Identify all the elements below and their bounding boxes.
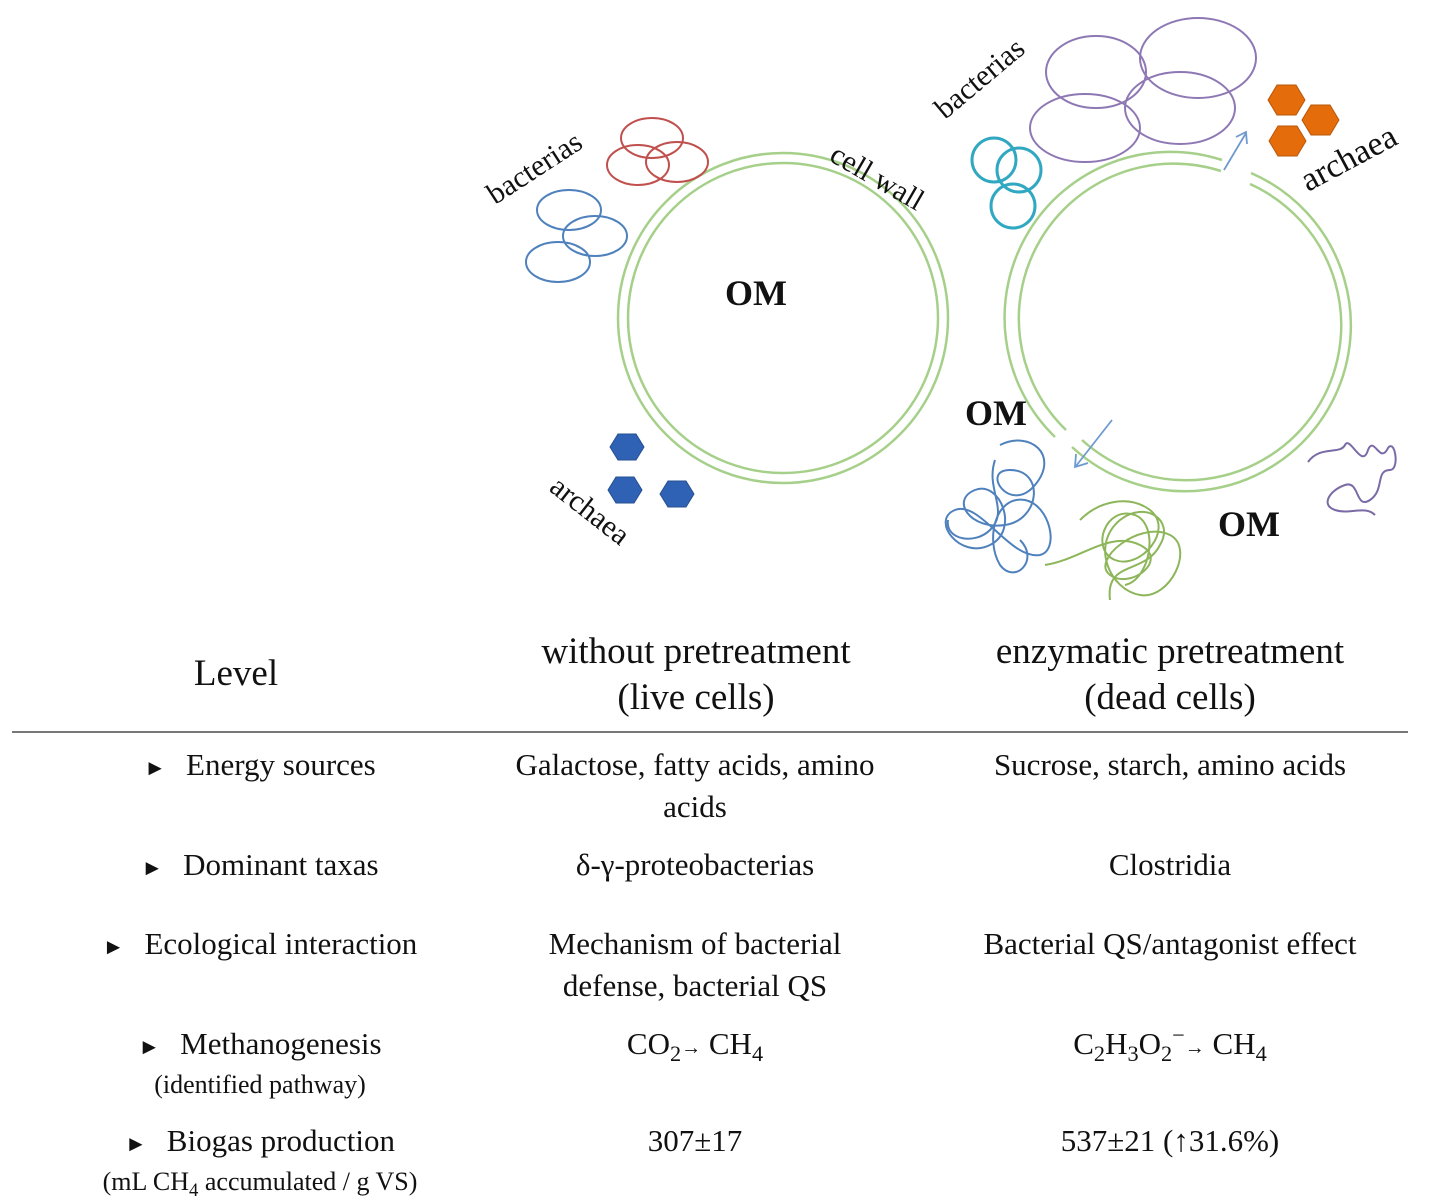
- row-marker: ►: [141, 855, 164, 880]
- row-label-dominant-taxas: ►Dominant taxas: [141, 847, 379, 882]
- row-marker: ►: [102, 934, 125, 959]
- bacterium-cyan-3: [989, 182, 1037, 230]
- row-label-methanogenesis: ►Methanogenesis (identified pathway): [20, 1023, 500, 1102]
- archaea-hex-orange-3: [1268, 125, 1307, 157]
- bacterium-cyan-2: [995, 146, 1043, 194]
- left-bacteria: [525, 117, 709, 283]
- right-cell-wall-upper-left-inner: [1017, 162, 1222, 431]
- row-methanogenesis-col2: C2H3O2−→ CH4: [1073, 1022, 1267, 1067]
- left-om-label: OM: [725, 273, 787, 313]
- release-arrows: [1074, 130, 1248, 469]
- bacterium-blue-1: [536, 189, 602, 231]
- row-marker: ►: [144, 755, 167, 780]
- bacterium-cyan-1: [970, 136, 1018, 184]
- bacterium-red-2: [606, 144, 670, 186]
- bacterium-blue-2: [562, 215, 628, 257]
- left-cell-wall-inner: [626, 161, 940, 475]
- header-level: Level: [194, 653, 278, 694]
- left-bacteria-label: bacterias: [481, 125, 588, 211]
- archaea-hex-2: [607, 476, 643, 504]
- bacterium-purple-1: [1045, 35, 1147, 109]
- header-col1-line2: (live cells): [617, 677, 774, 718]
- bacterium-purple-2: [1139, 17, 1257, 99]
- left-cell-wall-outer: [616, 151, 950, 485]
- bacterium-red-3: [645, 141, 709, 183]
- archaea-hex-3: [659, 480, 695, 508]
- row-energy-sources-col2: Sucrose, starch, amino acids: [993, 747, 1347, 782]
- row-biogas-production-col2: 537±21 (↑31.6%): [1060, 1123, 1280, 1158]
- row-dominant-taxas-col1: δ-γ-proteobacterias: [575, 847, 815, 882]
- row-marker: ►: [138, 1034, 161, 1059]
- right-cell-wall-outer: [1071, 171, 1353, 493]
- cell-wall-label: cell wall: [825, 137, 930, 217]
- right-archaea: [1267, 84, 1340, 157]
- right-cell-wall-inner: [1081, 182, 1343, 482]
- bacterium-red-1: [620, 117, 684, 159]
- right-bacteria-label: bacterias: [928, 32, 1031, 126]
- right-cell-wall-upper-left: [1003, 150, 1223, 438]
- row-ecological-interaction-col2: Bacterial QS/antagonist effect: [983, 926, 1357, 961]
- row-label-biogas-production: ►Biogas production (mL CH4 accumulated /…: [20, 1120, 500, 1202]
- right-bacteria: [970, 17, 1257, 230]
- bacterium-purple-4: [1124, 71, 1236, 145]
- row-label-energy-sources: ►Energy sources: [144, 747, 376, 782]
- archaea-hex-orange-2: [1301, 104, 1340, 136]
- row-marker: ►: [125, 1131, 147, 1156]
- bacterium-blue-3: [525, 241, 591, 283]
- left-cell: OM cell wall: [616, 137, 950, 485]
- row-methanogenesis-col1: CO2→ CH4: [626, 1026, 764, 1067]
- om-strand-green: [1044, 500, 1182, 601]
- om-strands: [944, 439, 1397, 601]
- header-col1-line1: without pretreatment: [541, 631, 851, 672]
- row-sublabel-biogas: (mL CH4 accumulated / g VS): [102, 1167, 418, 1202]
- row-dominant-taxas-col2: Clostridia: [1108, 847, 1232, 882]
- right-om-label-1: OM: [965, 393, 1027, 433]
- right-cell: [1003, 150, 1353, 493]
- row-label-ecological-interaction: ►Ecological interaction: [102, 926, 418, 961]
- right-om-label-2: OM: [1218, 504, 1280, 544]
- row-sublabel-methanogenesis: (identified pathway): [154, 1070, 366, 1099]
- row-biogas-production-col1: 307±17: [647, 1123, 743, 1158]
- header-col2-line2: (dead cells): [1084, 677, 1256, 718]
- row-energy-sources-col1: Galactose, fatty acids, amino acids: [515, 747, 875, 824]
- header-col2-line1: enzymatic pretreatment: [996, 631, 1345, 672]
- bacterium-purple-3: [1029, 93, 1141, 163]
- archaea-hex-orange-1: [1267, 84, 1306, 116]
- row-ecological-interaction-col1: Mechanism of bacterial defense, bacteria…: [548, 926, 842, 1003]
- left-archaea: [607, 433, 695, 508]
- archaea-hex-1: [609, 433, 645, 461]
- om-strand-blue: [944, 439, 1052, 574]
- om-strand-purple: [1307, 442, 1397, 516]
